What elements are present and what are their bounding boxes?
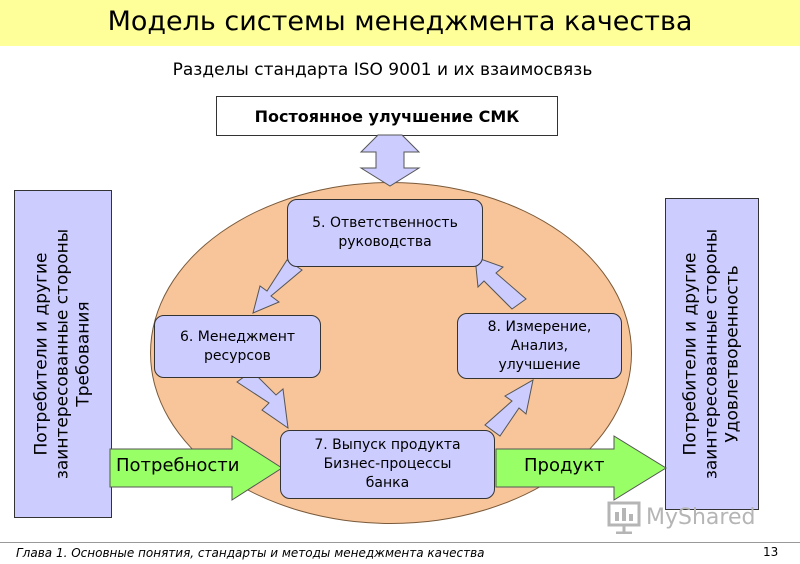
title-bar [0,0,800,46]
arrow-7-to-8 [484,379,534,437]
continuous-improvement-box: Постоянное улучшение СМК [216,96,558,136]
footer-divider [0,542,800,543]
arrow-6-to-7 [236,370,289,430]
process-8-measurement: 8. Измерение, Анализ, улучшение [457,313,622,379]
process-6-line1: 6. Менеджмент [179,328,296,345]
process-5-line2: руководства [338,234,432,250]
product-output-arrow [495,435,667,501]
process-7-line1: 7. Выпуск продукта [314,437,461,453]
process-8-line3: улучшение [498,356,581,373]
process-7-product: 7. Выпуск продукта Бизнес-процессы банка [280,430,495,499]
footer-text: Глава 1. Основные понятия, стандарты и м… [16,546,485,560]
arrow-5-to-6 [252,259,303,314]
process-7-line3: банка [365,475,410,491]
process-5-responsibility: 5. Ответственность руководства [287,199,483,267]
continuous-improvement-label: Постоянное улучшение СМК [254,106,520,126]
customer-satisfaction-box: Потребители и другие заинтересованные ст… [665,198,759,510]
customer-requirements-box: Потребители и другие заинтересованные ст… [14,190,112,518]
arrow-8-to-5 [474,256,527,310]
process-5-line1: 5. Ответственность [312,215,458,231]
process-8-line1: 8. Измерение, [487,318,592,335]
page-number: 13 [763,545,779,559]
process-8-line2: Анализ, [510,337,569,354]
presentation-board-icon [607,501,641,534]
process-6-resources: 6. Менеджмент ресурсов [154,315,321,378]
logo-text: MyShared [646,505,756,530]
needs-label: Потребности [116,455,240,476]
page-subtitle: Разделы стандарта ISO 9001 и их взаимосв… [172,60,593,80]
process-6-line2: ресурсов [204,347,271,364]
page-title: Модель системы менеджмента качества [107,6,693,37]
double-vertical-arrow [359,134,421,187]
needs-input-arrow [109,435,283,501]
product-label: Продукт [524,455,605,476]
process-7-line2: Бизнес-процессы [323,456,452,472]
